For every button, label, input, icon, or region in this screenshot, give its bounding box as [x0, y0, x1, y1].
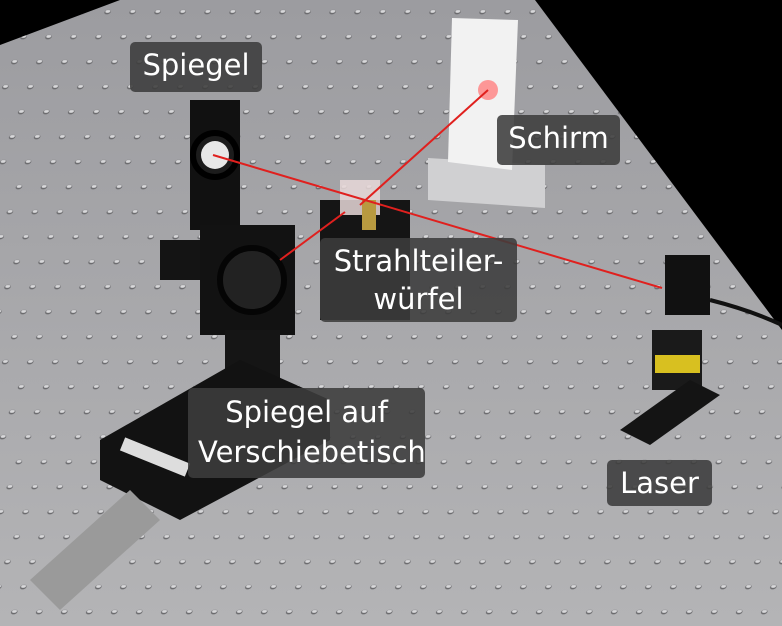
label-laser: Laser [607, 460, 712, 506]
label-screen: Schirm [497, 115, 620, 165]
label-beam-splitter-line2: würfel [373, 282, 464, 316]
beam-laser-to-mirror [212, 154, 663, 289]
label-mirror: Spiegel [130, 42, 262, 92]
label-mirror-on-stage-line2: Verschiebetisch [198, 435, 426, 469]
laser-beams [212, 89, 663, 289]
label-beam-splitter: Strahlteiler- würfel [320, 238, 517, 322]
beam-to-screen [359, 89, 489, 206]
label-mirror-on-stage-line1: Spiegel auf [225, 395, 388, 429]
label-beam-splitter-line1: Strahlteiler- [333, 244, 504, 278]
beam-to-stage-mirror [279, 211, 346, 261]
label-mirror-on-stage: Spiegel auf Verschiebetisch [188, 388, 426, 478]
laser [620, 255, 782, 445]
